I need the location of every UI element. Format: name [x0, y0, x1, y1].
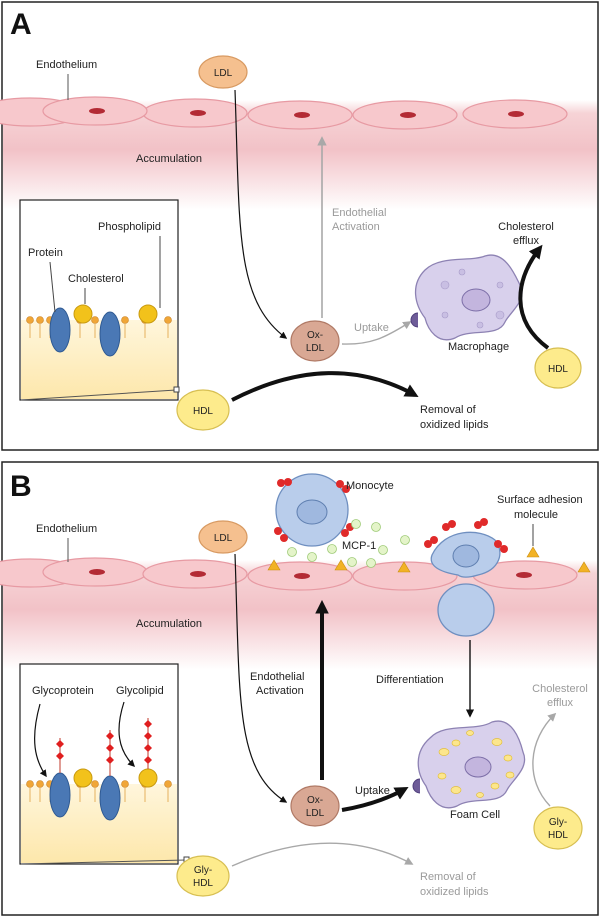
ldl-particle-b: [198, 520, 248, 554]
surface-adhesion-label-1: Surface adhesion: [497, 494, 583, 506]
endothelial-activation-label-1: Endothelial: [332, 207, 386, 219]
removal-label-1: Removal of: [420, 404, 477, 416]
uptake-label-b: Uptake: [355, 785, 390, 797]
cholesterol-efflux-label-b-2: efflux: [547, 697, 574, 709]
hdl-label: HDL: [193, 406, 213, 417]
mcp1-label: MCP-1: [342, 540, 376, 552]
monocyte-label: Monocyte: [346, 480, 394, 492]
ox-ldl-label-b-1: Ox-: [307, 795, 323, 806]
removal-label-b-1: Removal of: [420, 871, 477, 883]
protein-shape: [49, 307, 71, 353]
surface-adhesion-label-2: molecule: [514, 509, 558, 521]
removal-label-b-2: oxidized lipids: [420, 886, 489, 898]
gly-hdl-right-label-2: HDL: [548, 830, 568, 841]
endothelium-label: Endothelium: [36, 59, 97, 71]
uptake-label: Uptake: [354, 322, 389, 334]
gly-hdl-right-particle: [533, 806, 583, 850]
gly-hdl-label-1: Gly-: [194, 865, 212, 876]
hdl-particle: [176, 389, 230, 431]
panel-a: A Endothelium LDL Accumulation Endot: [0, 1, 599, 451]
ox-ldl-label-b-2: LDL: [306, 808, 325, 819]
monocyte-receptors: [274, 478, 354, 542]
ox-ldl-label-1: Ox-: [307, 330, 323, 341]
removal-arrow-b: [231, 842, 414, 867]
glycan-residues: [56, 720, 152, 764]
ox-ldl-label-2: LDL: [306, 343, 325, 354]
cholesterol-efflux-label-2: efflux: [513, 235, 540, 247]
ldl-particle: [198, 55, 248, 89]
differentiation-label: Differentiation: [376, 674, 444, 686]
accumulation-arrow-b: [234, 553, 288, 803]
cholesterol-efflux-arrow-b: [532, 712, 557, 807]
panel-b: B Endothelium LDL Ac: [0, 461, 599, 916]
receptor-icon: [410, 312, 419, 328]
cholesterol-shape: [73, 304, 93, 324]
removal-arrow: [231, 371, 419, 402]
ox-ldl-particle-b: [290, 785, 340, 827]
accumulation-label-b: Accumulation: [136, 618, 202, 630]
uptake-arrow-b: [341, 787, 409, 812]
adhesion-molecules: [267, 546, 591, 573]
endothelium-label-b: Endothelium: [36, 523, 97, 535]
macrophage-nucleus: [461, 288, 491, 312]
inset-cholesterol-label: Cholesterol: [68, 273, 124, 285]
removal-label-2: oxidized lipids: [420, 419, 489, 431]
cholesterol-efflux-label-1: Cholesterol: [498, 221, 554, 233]
panel-b-letter: B: [10, 470, 32, 503]
ldl-label-b: LDL: [214, 533, 233, 544]
ldl-label: LDL: [214, 68, 233, 79]
hdl-right-label: HDL: [548, 364, 568, 375]
endothelial-nuclei: [89, 108, 524, 118]
endothelial-activation-label-b-2: Activation: [256, 685, 304, 697]
gly-hdl-particle: [176, 855, 230, 897]
glyco-membrane-inset: Glycoprotein Glycolipid: [19, 663, 179, 865]
panel-a-letter: A: [10, 8, 32, 41]
accumulation-arrow: [234, 89, 288, 339]
ox-ldl-particle: [290, 320, 340, 362]
accumulation-label: Accumulation: [136, 153, 202, 165]
foam-cell-label: Foam Cell: [450, 809, 500, 821]
inset-glycoprotein-label: Glycoprotein: [32, 685, 94, 697]
cholesterol-efflux-arrow: [518, 244, 550, 350]
mcp1-chemokines: [287, 519, 410, 568]
endothelial-activation-label-2: Activation: [332, 221, 380, 233]
membrane-inset: Protein Cholesterol Phospholipid: [19, 199, 179, 401]
inset-glycolipid-label: Glycolipid: [116, 685, 164, 697]
macrophage-label: Macrophage: [448, 341, 509, 353]
uptake-arrow: [341, 321, 412, 345]
monocyte-nucleus: [296, 499, 328, 525]
gly-hdl-label-2: HDL: [193, 878, 213, 889]
hdl-right-particle: [534, 347, 582, 389]
gly-hdl-right-label-1: Gly-: [549, 817, 567, 828]
lipid-droplets: [437, 730, 515, 798]
endothelial-activation-label-b-1: Endothelial: [250, 671, 304, 683]
cholesterol-efflux-label-b-1: Cholesterol: [532, 683, 588, 695]
inset-protein-label: Protein: [28, 247, 63, 259]
inset-phospholipid-label: Phospholipid: [98, 221, 161, 233]
